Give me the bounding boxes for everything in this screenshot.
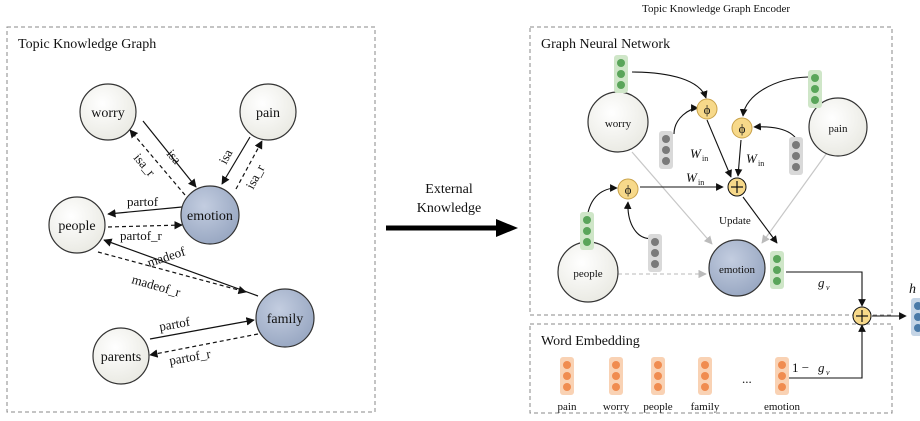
w-in-sub-1: in xyxy=(702,154,708,163)
word-label-emotion: emotion xyxy=(764,401,801,413)
output-vector-h xyxy=(911,298,920,336)
word-label-people: people xyxy=(643,401,672,413)
gnn-vector-gray-top xyxy=(659,131,673,169)
node-parents: parents xyxy=(92,327,150,385)
edge-people-family xyxy=(97,251,247,295)
word-embedding-title: Word Embedding xyxy=(541,334,640,349)
output-plus-circle xyxy=(852,306,872,326)
edge-worry-emotion xyxy=(142,120,197,188)
word-ellipsis: ... xyxy=(742,371,752,386)
gnn-vector-gray-right xyxy=(789,137,803,175)
w-in-label-2: W in xyxy=(746,151,764,168)
node-people-label: people xyxy=(58,219,95,234)
w-in-main-3: W xyxy=(686,170,698,185)
edge-label-isa-2: isa xyxy=(215,146,235,166)
edge-label-partof-2: partof xyxy=(158,314,192,334)
node-emotion-label: emotion xyxy=(187,209,233,224)
edge-label-partof-1: partof xyxy=(127,194,159,209)
gnn-vector-gray-left xyxy=(648,234,662,272)
w-in-main-1: W xyxy=(690,146,702,161)
one-minus-g: g xyxy=(818,360,825,375)
phi-circle-top: ϕ xyxy=(696,98,718,120)
external-label-line2: Knowledge xyxy=(417,201,482,216)
gnn-gray-arrows xyxy=(618,149,830,279)
gnn-node-emotion-label: emotion xyxy=(719,264,756,276)
node-pain-label: pain xyxy=(256,106,280,121)
gnn-node-people-label: people xyxy=(573,268,602,280)
gnn-vector-green-right xyxy=(808,70,822,108)
update-label: Update xyxy=(719,215,751,227)
gnn-node-emotion: emotion xyxy=(708,239,766,297)
node-emotion: emotion xyxy=(180,185,240,245)
node-people: people xyxy=(48,196,106,254)
w-in-label-1: W in xyxy=(690,146,708,163)
edge-label-isa-1: isa xyxy=(164,146,185,167)
big-arrow xyxy=(386,219,518,237)
w-in-label-3: W in xyxy=(686,170,704,187)
one-minus-gv-label: 1 − g v xyxy=(792,360,830,377)
phi-circle-right: ϕ xyxy=(731,117,753,139)
edge-label-partof-r-2: partof_r xyxy=(168,346,212,368)
word-embedding-panel xyxy=(529,323,893,414)
word-label-family: family xyxy=(691,401,720,413)
node-family-label: family xyxy=(267,312,304,327)
edge-family-parents xyxy=(149,333,259,358)
node-family: family xyxy=(255,288,315,348)
gnn-vector-green-top xyxy=(614,55,628,93)
edge-pain-emotion xyxy=(221,136,251,185)
edge-label-madeof: madeof xyxy=(145,243,187,270)
gv-main: g xyxy=(818,275,825,290)
phi-symbol-left: ϕ xyxy=(625,182,632,197)
node-parents-label: parents xyxy=(101,350,141,365)
gnn-vector-green-left xyxy=(580,212,594,250)
edge-label-isa-r-1: isa_r xyxy=(131,150,159,180)
phi-symbol-top: ϕ xyxy=(704,102,711,117)
node-worry-label: worry xyxy=(91,106,124,121)
word-vector-people xyxy=(651,357,665,395)
node-pain: pain xyxy=(239,83,297,141)
edge-parents-family xyxy=(149,317,255,340)
w-in-sub-3: in xyxy=(698,178,704,187)
word-vector-emotion xyxy=(775,357,789,395)
w-in-sub-2: in xyxy=(758,159,764,168)
gnn-node-pain: pain xyxy=(808,97,868,157)
edge-emotion-pain xyxy=(235,140,263,190)
word-labels: pain worry people family emotion xyxy=(558,401,801,413)
gv-label: g v xyxy=(818,275,830,292)
gnn-node-people: people xyxy=(557,241,619,303)
gnn-node-pain-label: pain xyxy=(829,123,848,135)
gnn-title: Graph Neural Network xyxy=(541,37,670,52)
gv-sub: v xyxy=(826,283,830,292)
topic-kg-title: Topic Knowledge Graph xyxy=(18,37,156,52)
vector-stacks xyxy=(560,55,920,395)
output-h-label: h xyxy=(909,282,916,297)
word-label-worry: worry xyxy=(603,401,630,413)
aggregate-plus-circle xyxy=(727,177,747,197)
edge-people-emotion xyxy=(107,221,183,230)
gnn-node-worry: worry xyxy=(587,91,649,153)
w-in-main-2: W xyxy=(746,151,758,166)
external-label-line1: External xyxy=(425,182,473,197)
edge-label-madeof-r: madeof_r xyxy=(130,271,183,299)
node-worry: worry xyxy=(79,83,137,141)
word-label-pain: pain xyxy=(558,401,577,413)
topic-kg-panel xyxy=(6,26,376,413)
edge-emotion-worry xyxy=(129,129,186,196)
word-vector-pain xyxy=(560,357,574,395)
one-minus-sub: v xyxy=(826,368,830,377)
edge-label-isa-r-2: isa_r xyxy=(242,161,267,191)
edge-emotion-people xyxy=(107,206,183,218)
gnn-vector-green-emotion xyxy=(770,251,784,289)
word-vector-worry xyxy=(609,357,623,395)
phi-symbol-right: ϕ xyxy=(739,121,746,136)
gnn-panel xyxy=(529,26,893,316)
one-minus-text: 1 − xyxy=(792,360,809,375)
gnn-node-worry-label: worry xyxy=(605,118,632,130)
encoder-title: Topic Knowledge Graph Encoder xyxy=(642,3,790,15)
edge-label-partof-r-1: partof_r xyxy=(120,228,163,243)
word-vector-family xyxy=(698,357,712,395)
edge-family-people xyxy=(103,238,259,297)
phi-circle-left: ϕ xyxy=(617,178,639,200)
